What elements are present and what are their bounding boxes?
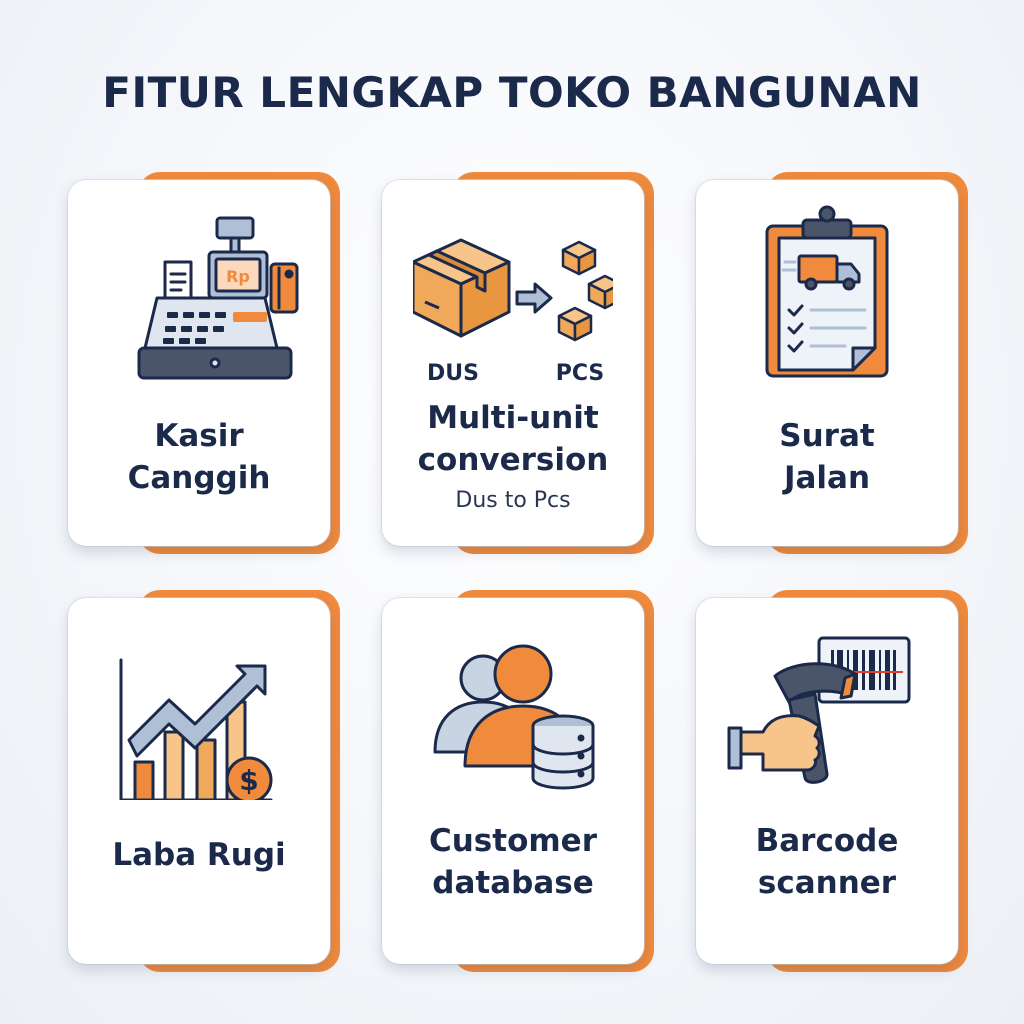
feature-label: scanner [757,865,897,901]
card-face [382,180,644,546]
feature-label: Jalan [783,460,871,496]
cash-register-icon: Rp [137,216,299,380]
profit-chart-icon: $ [119,658,273,800]
feature-label: Kasir [154,418,244,454]
page-title: FITUR LENGKAP TOKO BANGUNAN [102,68,922,117]
feature-card-barcode-scanner[interactable]: Barcode scanner [696,590,968,972]
feature-card-multi-unit[interactable]: DUS PCS Multi-unit conversion Dus to Pcs [382,172,654,554]
feature-card-laba-rugi[interactable]: $ Laba Rugi [68,590,340,972]
feature-sublabel: Dus to Pcs [455,488,571,513]
feature-card-kasir[interactable]: Rp Kasir Canggih [68,172,340,554]
feature-label: Laba Rugi [112,837,286,873]
barcode-scanner-icon [727,636,911,784]
feature-label: Canggih [127,460,271,496]
feature-label: database [432,865,594,901]
customer-database-icon [433,644,595,790]
svg-text:$: $ [239,764,258,797]
svg-text:Rp: Rp [226,267,250,286]
feature-label: Customer [428,823,597,859]
feature-label: Surat [779,418,875,454]
delivery-clipboard-icon [765,205,889,378]
feature-label: Barcode [755,823,899,859]
unit-to-label: PCS [556,361,605,382]
feature-card-surat-jalan[interactable]: Surat Jalan [696,172,968,554]
feature-card-customer-database[interactable]: Customer database [382,590,654,972]
feature-label: Multi-unit [427,400,599,436]
box-conversion-icon: DUS PCS [413,238,613,382]
unit-from-label: DUS [427,361,479,382]
feature-label: conversion [417,442,609,478]
